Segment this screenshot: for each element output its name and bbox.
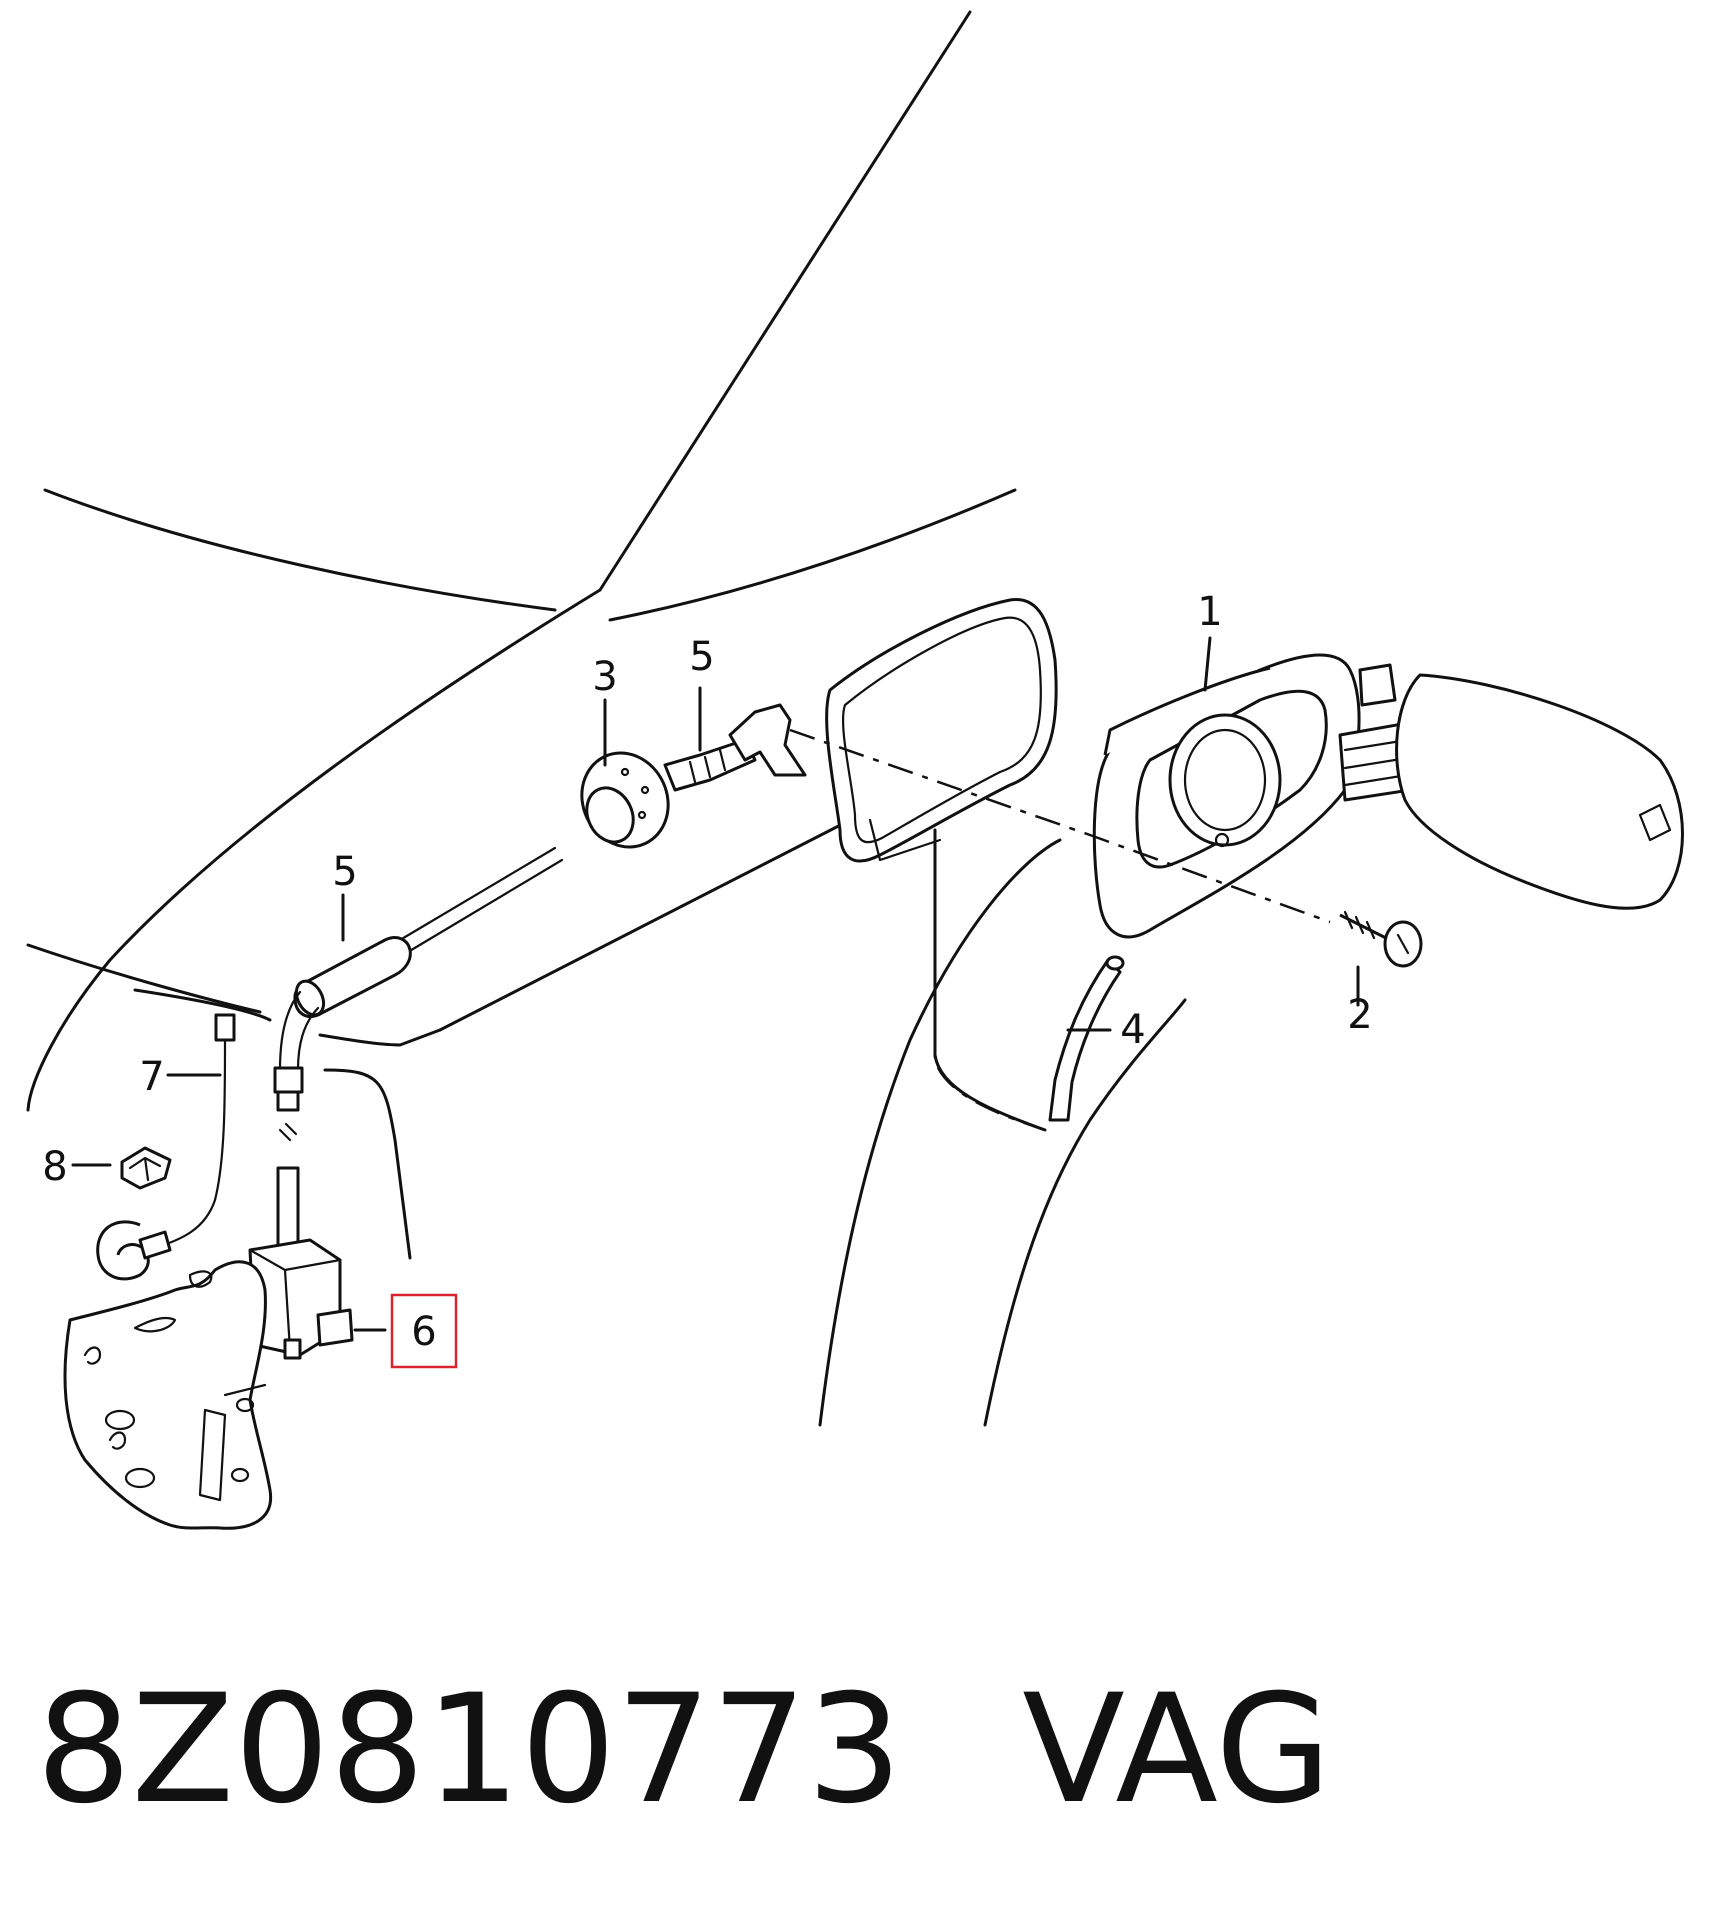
callout-4: 4	[1120, 1007, 1145, 1053]
callout-3: 3	[592, 654, 617, 700]
part-number: 8Z0810773	[36, 1663, 903, 1837]
callout-7: 7	[139, 1054, 164, 1100]
part-7-release-cable	[96, 1013, 236, 1281]
lid-dashed-outline	[933, 860, 1046, 1132]
part-3-grommet	[580, 751, 670, 849]
part-2-screw	[1339, 910, 1423, 968]
callout-1: 1	[1197, 589, 1222, 635]
callout-5-lower: 5	[332, 849, 357, 895]
callout-labels: 1 2 3 4 5 5 6 7 8	[42, 589, 1373, 1369]
callout-2: 2	[1347, 992, 1372, 1038]
part-1-filler-housing	[1092, 653, 1684, 939]
callout-leaders	[71, 636, 1360, 1332]
brand-name: VAG	[1022, 1663, 1332, 1837]
actuator-mounting-bracket	[63, 1260, 273, 1530]
highlight-box-6	[390, 1293, 458, 1369]
part-5-lock-pin	[663, 703, 807, 792]
part-4-drain-hose	[1048, 955, 1125, 1122]
fuel-flap-lid	[825, 598, 1058, 863]
assembly-axis	[789, 728, 1331, 924]
exploded-parts-diagram: 1 2 3 4 5 5 6 7 8	[26, 10, 1684, 1530]
part-5-cable	[273, 846, 564, 1142]
callout-8: 8	[42, 1144, 67, 1190]
callout-6: 6	[411, 1309, 436, 1355]
part-caption: 8Z0810773 VAG	[36, 1655, 1331, 1845]
callout-5-upper: 5	[689, 634, 714, 680]
part-6-actuator-motor	[248, 1166, 354, 1360]
part-8-clip	[120, 1146, 172, 1190]
